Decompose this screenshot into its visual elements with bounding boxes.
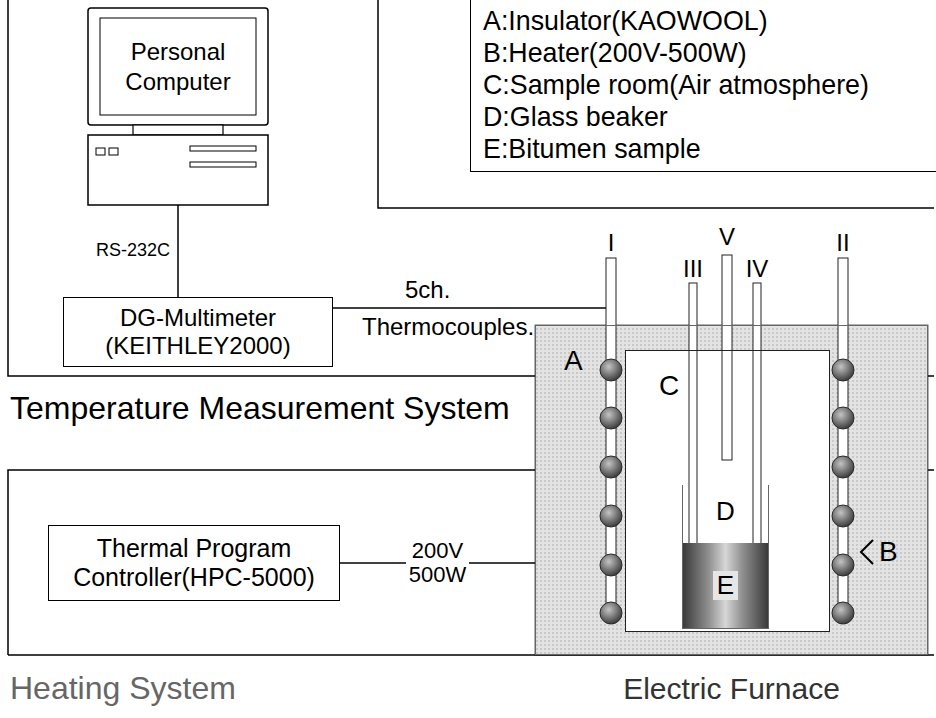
edge-label: RS-232C (96, 241, 170, 261)
multimeter-box: DG-Multimeter (KEITHLEY2000) (63, 297, 333, 367)
node-text: A (564, 346, 583, 377)
callout-label: V (719, 224, 735, 250)
electric-furnace: AElectric FurnaceCDE (535, 325, 928, 655)
drive-slot (190, 162, 256, 167)
region-outline (8, 470, 934, 655)
key-box: A:Insulator(KAOWOOL)B:Heater(200V-500W)C… (470, 0, 936, 172)
node-text: E (713, 571, 738, 600)
region-heading: Heating System (10, 670, 236, 707)
heater-coil (600, 456, 622, 478)
node-text: C:Sample room(Air atmosphere) (483, 69, 936, 101)
sample-room: CDE (625, 350, 830, 632)
callout-label: B (879, 537, 898, 568)
glass-beaker: DE (682, 485, 769, 629)
computer: Personal Computer (88, 8, 268, 205)
callout-label: IV (746, 256, 769, 282)
edge-label: 200V 500W (406, 539, 469, 587)
monitor-stand (133, 125, 223, 135)
region-heading: Temperature Measurement System (10, 390, 510, 427)
node-text: B:Heater(200V-500W) (483, 37, 936, 69)
thermocouple-wire (333, 307, 606, 309)
node-text: Electric Furnace (536, 672, 927, 705)
heater-coil (832, 505, 854, 527)
node-text: D:Glass beaker (483, 101, 936, 133)
heater-coil (600, 407, 622, 429)
node-text: D (683, 497, 768, 526)
node-text: E:Bitumen sample (483, 133, 936, 165)
node-text: C (659, 371, 679, 402)
heater-coil (832, 554, 854, 576)
region-outline (8, 0, 934, 376)
heater-coil (832, 407, 854, 429)
connector (177, 205, 179, 297)
node-text: DG-Multimeter (KEITHLEY2000) (72, 304, 324, 359)
node-text: A:Insulator(KAOWOOL) (483, 5, 936, 37)
system-region: Heating SystemThermal Program Controller… (8, 470, 934, 655)
heater-coil (600, 602, 622, 624)
callout-label: I (608, 230, 615, 256)
node-text: Personal Computer (100, 18, 256, 115)
callout-label: Thermocouples. (362, 314, 534, 340)
bitumen-sample: E (683, 543, 768, 628)
drive-slot (190, 146, 256, 151)
monitor (88, 8, 268, 125)
monitor-screen (100, 18, 256, 115)
computer-case (88, 135, 268, 205)
heater-coil (600, 359, 622, 381)
heater-coil (600, 554, 622, 576)
heater-coil (832, 602, 854, 624)
callout-label: III (683, 256, 703, 282)
heater-coil (832, 456, 854, 478)
heater-coil (832, 359, 854, 381)
heater-coil (600, 359, 854, 624)
controller-box: Thermal Program Controller(HPC-5000) (48, 525, 340, 601)
pointer-arrow (861, 540, 873, 564)
thermocouple (722, 255, 732, 460)
callout-label: II (836, 230, 849, 256)
heater-coil (600, 505, 622, 527)
indicator (96, 148, 105, 155)
node-text: Thermal Program Controller(HPC-5000) (57, 534, 331, 592)
callout-label: 5ch. (405, 277, 450, 303)
indicator (109, 148, 118, 155)
